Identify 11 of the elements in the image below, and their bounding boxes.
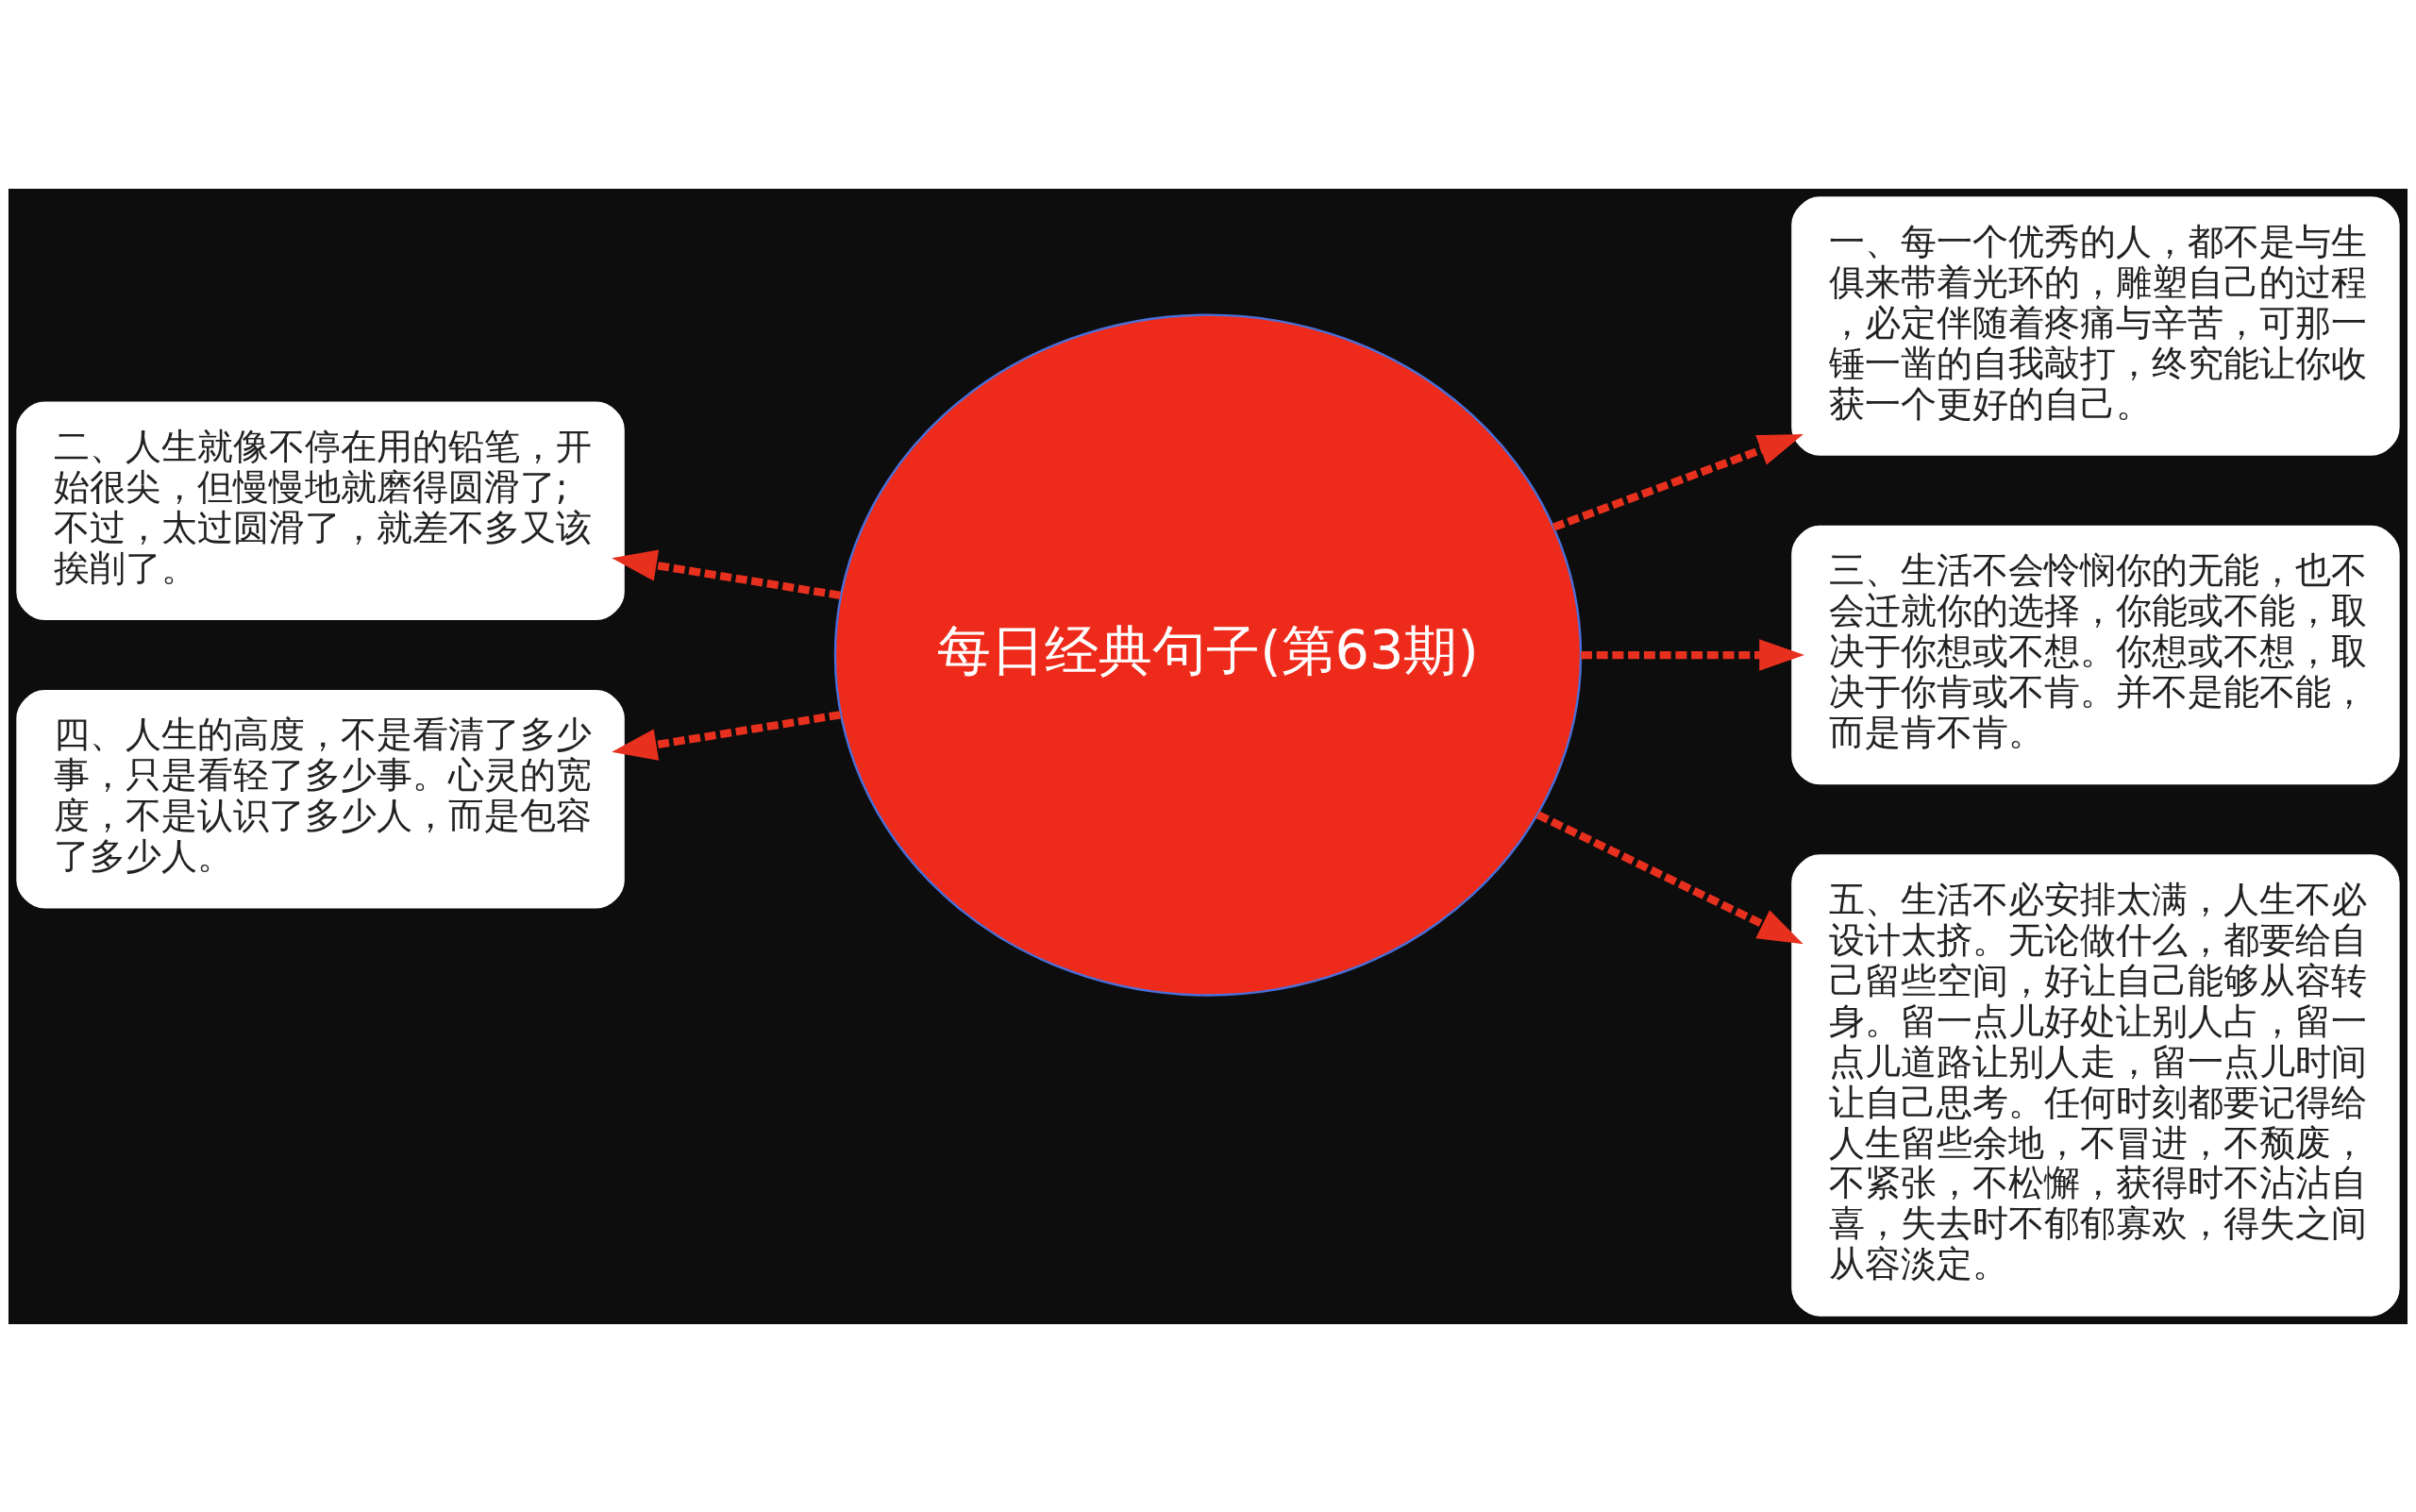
- node-box: 三、生活不会怜悯你的无能，也不会迁就你的选择，你能或不能，取决于你想或不想。你想或不想，取决于你肯或不肯。并不是能不能，而是肯不肯。: [1791, 525, 2400, 784]
- node-box: 四、人生的高度，不是看清了多少事，只是看轻了多少事。心灵的宽度，不是认识了多少人，而是包容了多少人。: [16, 689, 625, 909]
- arrow: [1535, 810, 1804, 944]
- node-box: 五、生活不必安排太满，人生不必设计太挤。无论做什么，都要给自己留些空间，好让自己能够从容转身。留一点儿好处让别人占，留一点儿道路让别人走，留一点儿时间让自己思考。任何时刻都要记得给人生留些余地，不冒进，不颓废，不紧张，不松懈，获得时不沾沾自喜，失去时不郁郁寡欢，得失之间从容淡定。: [1791, 853, 2400, 1317]
- node-circle: 每日经典句子(第63期): [833, 312, 1583, 997]
- arrow: [1581, 638, 1805, 671]
- node-box: 一、每一个优秀的人，都不是与生俱来带着光环的，雕塑自己的过程，必定伴随着疼痛与辛苦，可那一锤一凿的自我敲打，终究能让你收获一个更好的自己。: [1791, 195, 2400, 456]
- arrow: [612, 549, 842, 599]
- arrow: [1552, 433, 1804, 531]
- node-box: 二、人生就像不停在用的铅笔，开始很尖，但慢慢地就磨得圆滑了;不过，太过圆滑了，就差不多又该挨削了。: [16, 401, 625, 620]
- arrow: [612, 710, 842, 761]
